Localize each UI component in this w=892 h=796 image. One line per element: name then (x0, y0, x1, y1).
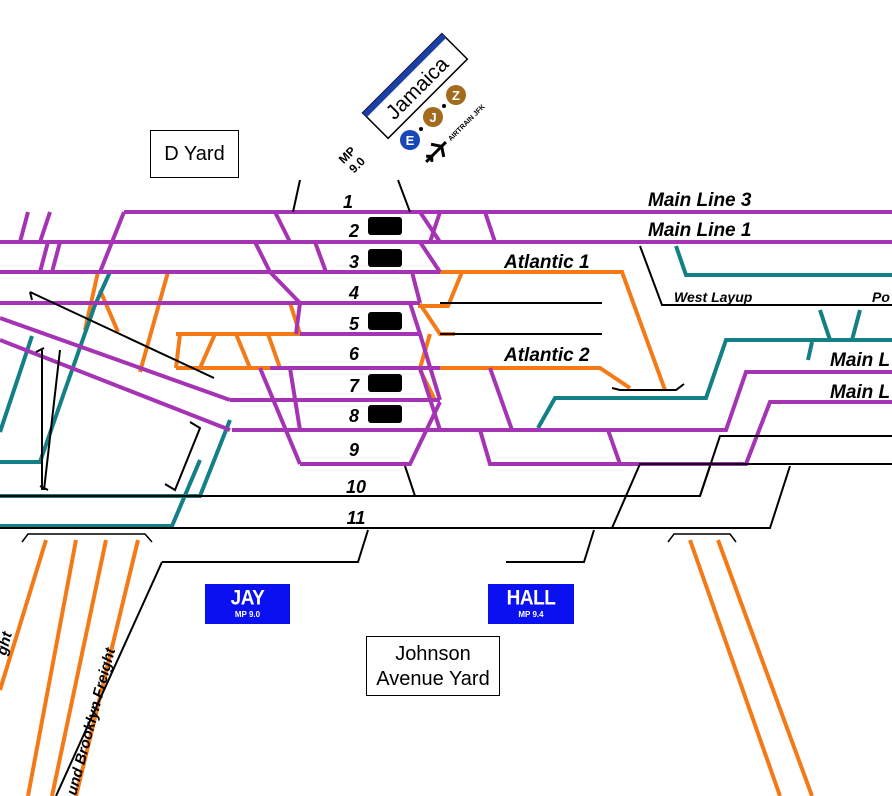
track-numbers: 1 2 3 4 5 6 7 8 9 10 11 (343, 192, 366, 528)
j-train-icon (423, 107, 443, 127)
freight-bumpers (21, 533, 737, 543)
johnson-avenue-yard-label: Johnson Avenue Yard (366, 636, 500, 696)
track-number: 4 (348, 283, 359, 303)
e-train-icon (400, 130, 420, 150)
johnson-line-1: Johnson (395, 643, 471, 665)
track-number: 7 (349, 376, 360, 396)
freight-tracks (0, 539, 814, 796)
atlantic-1-label: Atlantic 1 (503, 252, 590, 273)
track-number: 3 (349, 252, 359, 272)
milepost-marker: MP 9.0 (336, 144, 368, 176)
track-number: 1 (343, 192, 353, 212)
track-number: 9 (349, 440, 359, 460)
svg-text:E: E (406, 133, 415, 148)
track-number: 11 (347, 508, 366, 528)
hall-cabin: HALL MP 9.4 (488, 584, 574, 624)
line-labels: Main Line 3 Main Line 1 Atlantic 1 Atlan… (0, 190, 890, 796)
main-tracks (0, 210, 892, 466)
main-line-partial-2: Main L (830, 382, 890, 403)
po-label: Po (872, 289, 890, 305)
track-number: 10 (346, 477, 366, 497)
atlantic-2-label: Atlantic 2 (503, 345, 590, 366)
d-yard-label: D Yard (150, 130, 239, 178)
track-number: 5 (349, 314, 360, 334)
main-line-partial-1: Main L (830, 350, 890, 371)
main-line-1-label: Main Line 1 (648, 220, 751, 241)
freight-label: und Brooklyn Freight (63, 645, 119, 796)
track-number: 8 (349, 406, 359, 426)
jay-cabin-mp: MP 9.0 (234, 610, 261, 619)
platforms (368, 217, 402, 423)
track-number: 6 (349, 344, 360, 364)
teal-tracks (0, 245, 892, 528)
z-train-icon (446, 85, 466, 105)
west-layup-label: West Layup (674, 289, 753, 305)
jamaica-station-sign: Jamaica (361, 32, 469, 140)
hall-cabin-name: HALL (506, 586, 556, 610)
svg-text:Z: Z (452, 88, 460, 103)
svg-text:J: J (429, 110, 436, 125)
track-number: 2 (348, 221, 359, 241)
johnson-line-2: Avenue Yard (376, 668, 490, 690)
subway-bullets: E J Z (400, 85, 466, 150)
hall-cabin-mp: MP 9.4 (518, 610, 544, 619)
jay-cabin-name: JAY (230, 586, 265, 610)
jay-cabin: JAY MP 9.0 (205, 584, 290, 624)
black-tracks (0, 179, 892, 796)
airtrain-label: AIRTRAIN JFK (447, 103, 486, 142)
main-line-3-label: Main Line 3 (648, 190, 752, 211)
